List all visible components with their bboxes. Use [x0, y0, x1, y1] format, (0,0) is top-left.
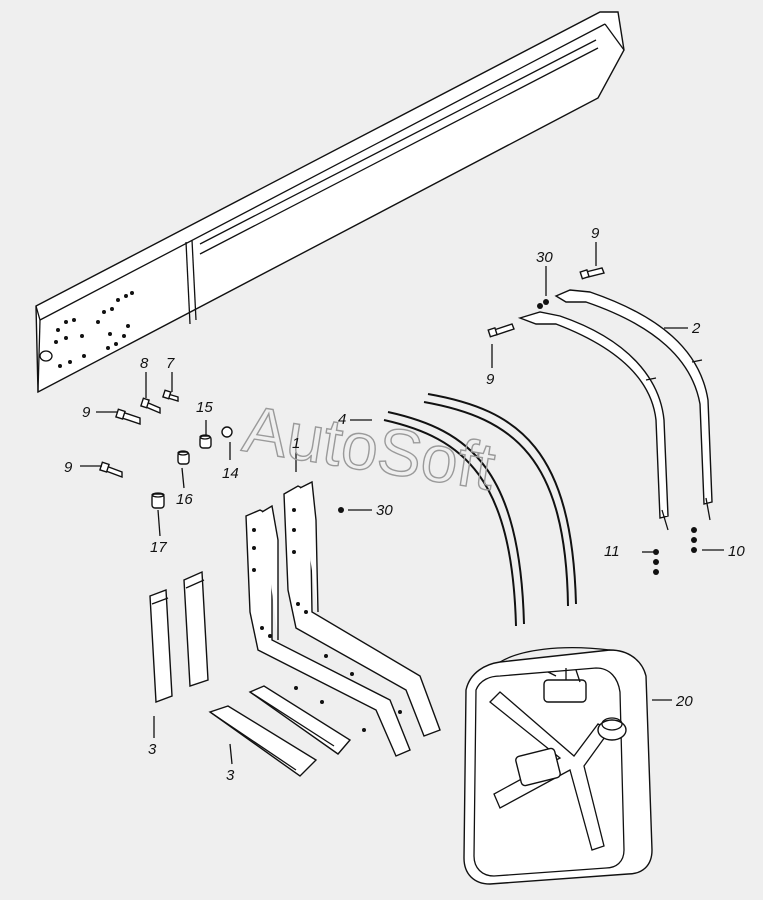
- label-14: 14: [222, 465, 239, 482]
- label-11: 11: [604, 543, 620, 560]
- pads-3: [149, 570, 352, 777]
- label-8: 8: [140, 355, 149, 372]
- label-17: 17: [150, 539, 167, 556]
- label-3-left: 3: [148, 741, 157, 758]
- label-16: 16: [176, 491, 193, 508]
- leader-lines: [80, 242, 724, 765]
- label-3-bottom: 3: [226, 767, 235, 784]
- label-9-top: 9: [591, 225, 600, 242]
- label-9-left-upper: 9: [82, 404, 91, 421]
- label-15: 15: [196, 399, 213, 416]
- fuel-tank: [463, 646, 653, 885]
- label-1: 1: [292, 435, 300, 452]
- label-20: 20: [675, 693, 693, 710]
- strips-4: [383, 393, 577, 627]
- label-9-right: 9: [486, 371, 495, 388]
- watermark-text: AutoSoft: [238, 391, 500, 504]
- label-10: 10: [728, 543, 745, 560]
- callout-labels: 9 30 2 9 11 10 30 4 1 7 8 9 9 15 14 16 1…: [64, 225, 745, 784]
- label-30-top: 30: [536, 249, 553, 266]
- label-4: 4: [338, 411, 346, 428]
- fasteners-left: [99, 389, 233, 509]
- label-9-left-lower: 9: [64, 459, 73, 476]
- straps-2: [517, 289, 713, 531]
- frame-rail: [35, 11, 625, 394]
- brackets-1: [245, 480, 441, 757]
- label-7: 7: [166, 355, 175, 372]
- label-30-mid: 30: [376, 502, 393, 519]
- fasteners-right: [338, 267, 697, 575]
- label-2: 2: [691, 320, 701, 337]
